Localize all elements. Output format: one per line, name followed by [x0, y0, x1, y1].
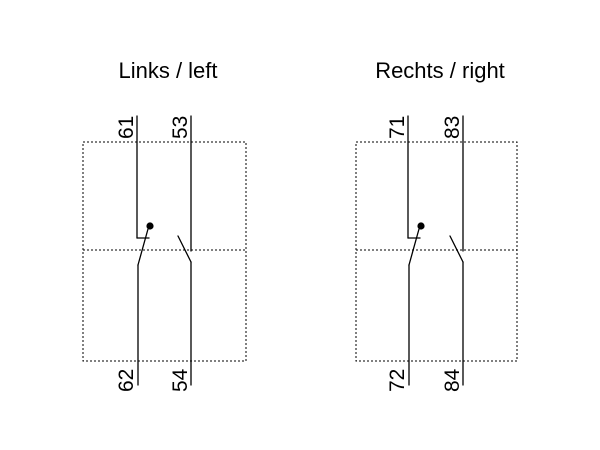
left-nc-contact [136, 115, 154, 386]
right-nc-pivot-dot [417, 222, 425, 230]
right-block-title: Rechts / right [375, 58, 505, 83]
left-nc-blade [137, 228, 149, 266]
right-no-contact [449, 115, 464, 386]
right-block-frame [355, 141, 518, 362]
terminal-label-71: 71 [386, 116, 409, 139]
terminal-label-54: 54 [169, 368, 192, 392]
left-nc-pivot-dot [146, 222, 154, 230]
right-no-blade [449, 235, 464, 263]
left-no-contact [177, 115, 192, 386]
left-contact-block: Links / left 61 53 62 54 [82, 58, 247, 392]
left-block-frame [82, 141, 247, 362]
terminal-label-83: 83 [441, 116, 464, 139]
terminal-label-84: 84 [441, 368, 464, 392]
terminal-label-61: 61 [115, 116, 138, 139]
terminal-label-72: 72 [386, 369, 409, 392]
left-block-title: Links / left [118, 58, 217, 83]
right-nc-contact [407, 115, 425, 386]
right-nc-blade [408, 228, 420, 266]
left-no-blade [177, 235, 192, 263]
terminal-label-62: 62 [115, 369, 138, 392]
right-contact-block: Rechts / right 71 83 72 84 [355, 58, 518, 392]
terminal-label-53: 53 [169, 116, 192, 139]
